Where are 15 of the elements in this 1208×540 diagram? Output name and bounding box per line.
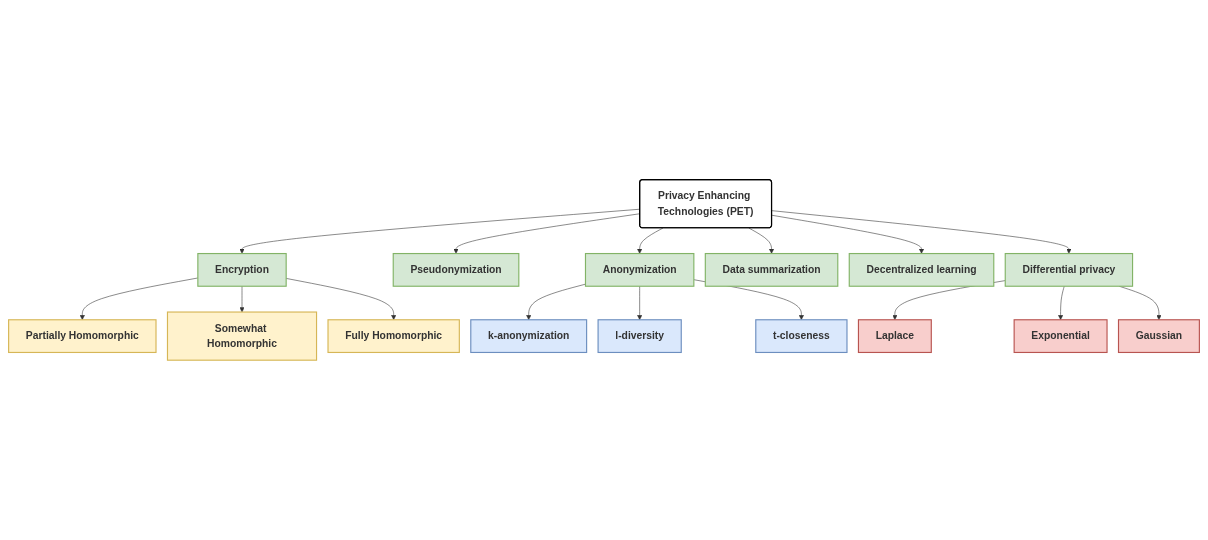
node-box: Gaussian	[1117, 319, 1200, 354]
node-box: Pseudonymization	[392, 253, 520, 287]
node-box: Differential privacy	[1004, 253, 1134, 287]
node-box: Exponential	[1013, 319, 1108, 354]
node-box: Laplace	[857, 319, 932, 354]
node-box: l-diversity	[597, 319, 682, 354]
node-box: Anonymization	[584, 253, 695, 287]
node-box: Somewhat Homomorphic	[166, 311, 318, 361]
node-box: t-closeness	[755, 319, 848, 354]
node-box: Decentralized learning	[848, 253, 995, 287]
node-box: Partially Homomorphic	[8, 319, 157, 354]
node-box: Encryption	[197, 253, 287, 287]
node-box: k-anonymization	[470, 319, 588, 354]
node-box: Data summarization	[704, 253, 839, 287]
node-box: Fully Homomorphic	[327, 319, 460, 354]
